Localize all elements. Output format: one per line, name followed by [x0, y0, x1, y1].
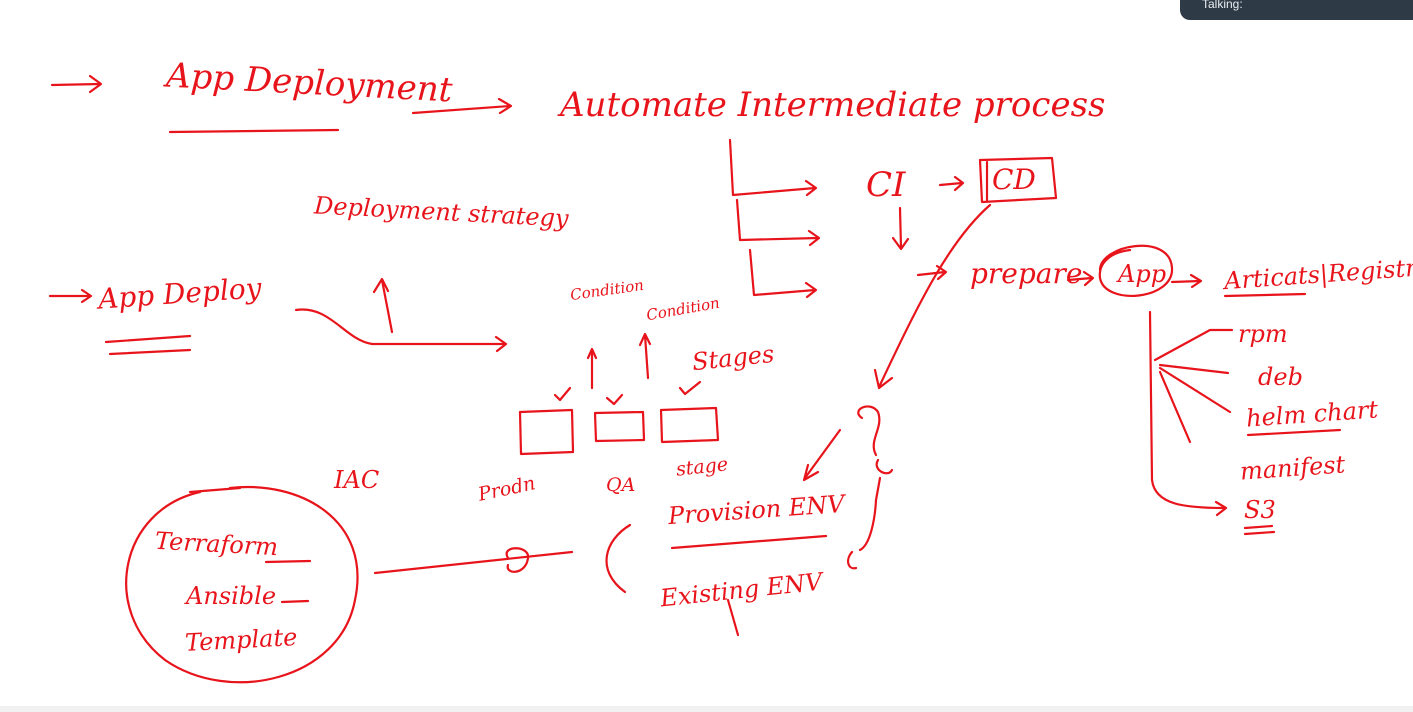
brace-3: [875, 458, 894, 475]
label-qa: QA: [606, 474, 636, 496]
arrow-app-deploy: [48, 288, 93, 304]
box-stage: [659, 406, 720, 444]
brace-1: [802, 428, 842, 482]
arrow-to-prepare: [916, 264, 948, 281]
arrow-up-strategy: [372, 277, 394, 334]
cd-box: [978, 156, 1058, 204]
stroke-existing-env: [726, 598, 740, 637]
talking-label: Talking:: [1202, 0, 1243, 11]
box-qa: [593, 410, 646, 443]
label-automate: Automate Intermediate process: [560, 85, 1106, 125]
underline-provision: [670, 534, 828, 550]
app-branch-rpm: [1153, 328, 1234, 362]
brace-4: [846, 476, 882, 570]
underline-helm: [1246, 428, 1342, 437]
dash-ansible: [280, 599, 310, 604]
loop-on-line: [505, 547, 530, 573]
arrow-app-artifacts: [1170, 273, 1203, 289]
underline-s3: [1243, 524, 1276, 536]
branch-1: [728, 138, 818, 197]
label-terraform: Terraform: [154, 526, 279, 562]
arrow-to-automate: [411, 97, 513, 115]
label-ci: CI: [866, 165, 906, 205]
arrow-condition-2: [638, 332, 652, 380]
label-manifest: manifest: [1239, 450, 1347, 486]
arrow-top-left: [50, 74, 103, 94]
check-stage: [678, 380, 702, 396]
box-prodn: [518, 408, 575, 456]
app-circle: [1098, 244, 1174, 297]
branch-3: [748, 248, 818, 299]
check-qa: [605, 393, 624, 406]
underline-artifacts: [1223, 292, 1307, 298]
brace-2: [857, 405, 881, 457]
iac-circle: [125, 485, 359, 684]
label-stage: stage: [674, 453, 730, 481]
underline-terraform: [264, 559, 312, 564]
label-prepare: prepare: [970, 257, 1083, 290]
label-ansible: Ansible: [186, 582, 277, 610]
label-app: App: [1118, 260, 1167, 288]
app-branch-deb: [1158, 363, 1230, 375]
bracket-env: [605, 523, 632, 594]
app-branch-helm: [1158, 366, 1232, 414]
branch-2: [735, 198, 821, 247]
arrow-prepare-app: [1066, 270, 1095, 287]
arrow-condition-1: [586, 347, 598, 390]
label-iac: IAC: [334, 466, 380, 494]
line-circle-to-env: [373, 550, 574, 575]
talking-indicator: [1180, 0, 1413, 20]
check-prodn: [553, 386, 572, 402]
label-rpm: rpm: [1238, 320, 1288, 348]
app-branch-manifest: [1158, 370, 1192, 444]
arrow-ci-cd: [938, 175, 965, 192]
underline-app-deployment: [168, 128, 340, 134]
label-cd: CD: [992, 163, 1036, 196]
curve-app-deploy: [294, 308, 508, 353]
curve-cd-to-env: [873, 203, 992, 390]
label-template: Template: [184, 623, 298, 657]
underline-app-deploy: [104, 334, 192, 356]
bottom-bar: [0, 706, 1413, 712]
label-s3: S3: [1244, 496, 1276, 524]
iac-circle-top: [188, 486, 242, 494]
label-deb: deb: [1258, 363, 1303, 391]
arrow-ci-down: [891, 206, 910, 251]
app-branch-trunk: [1148, 310, 1228, 517]
